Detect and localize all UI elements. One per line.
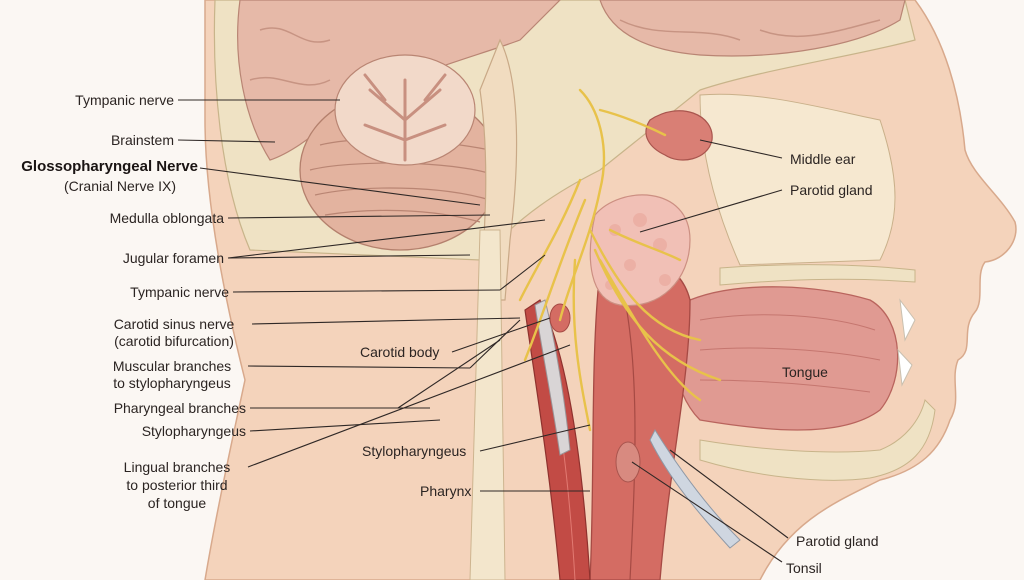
label-lingual-branches: Lingual branches	[123, 459, 231, 475]
label-jugular-foramen: Jugular foramen	[122, 250, 224, 266]
label-of-tongue: of tongue	[147, 495, 207, 511]
nasal-cavity	[699, 93, 896, 266]
label-carotid-body: Carotid body	[360, 344, 440, 360]
palate	[719, 264, 916, 286]
glossopharyngeal-nerve	[518, 88, 722, 432]
leader-lines	[177, 99, 789, 563]
label-pharyngeal-branches: Pharyngeal branches	[113, 400, 246, 416]
label-cranial-nerve-ix: (Cranial Nerve IX)	[63, 178, 177, 194]
label-stylopharyngeus-mid: Stylopharyngeus	[362, 443, 467, 459]
mandible	[699, 399, 936, 481]
label-muscular-branches: Muscular branches	[112, 358, 232, 374]
label-tympanic-nerve-top: Tympanic nerve	[75, 92, 174, 108]
label-carotid-sinus-nerve: Carotid sinus nerve	[113, 316, 235, 332]
label-to-stylopharyngeus: to stylopharyngeus	[113, 375, 231, 391]
label-medulla-oblongata: Medulla oblongata	[109, 210, 224, 226]
carotid-artery	[534, 299, 571, 456]
label-stylopharyngeus-left: Stylopharyngeus	[141, 423, 246, 439]
label-parotid-gland-bottom: Parotid gland	[796, 533, 879, 549]
cerebrum-front	[599, 0, 906, 57]
label-brainstem: Brainstem	[110, 132, 174, 148]
tongue-shape	[673, 286, 899, 431]
label-tympanic-nerve: Tympanic nerve	[130, 284, 229, 300]
label-posterior-third: to posterior third	[126, 477, 228, 493]
label-tonsil: Tonsil	[786, 560, 822, 576]
spinal-column	[469, 229, 506, 580]
label-parotid-gland-top: Parotid gland	[790, 182, 873, 198]
label-middle-ear: Middle ear	[790, 151, 856, 167]
label-tongue: Tongue	[782, 364, 828, 380]
middle-ear	[645, 110, 713, 161]
label-glossopharyngeal-nerve: Glossopharyngeal Nerve	[21, 158, 198, 175]
label-pharynx: Pharynx	[420, 483, 472, 499]
tonsil-shape	[615, 441, 641, 483]
label-carotid-bifurcation: (carotid bifurcation)	[114, 333, 234, 349]
